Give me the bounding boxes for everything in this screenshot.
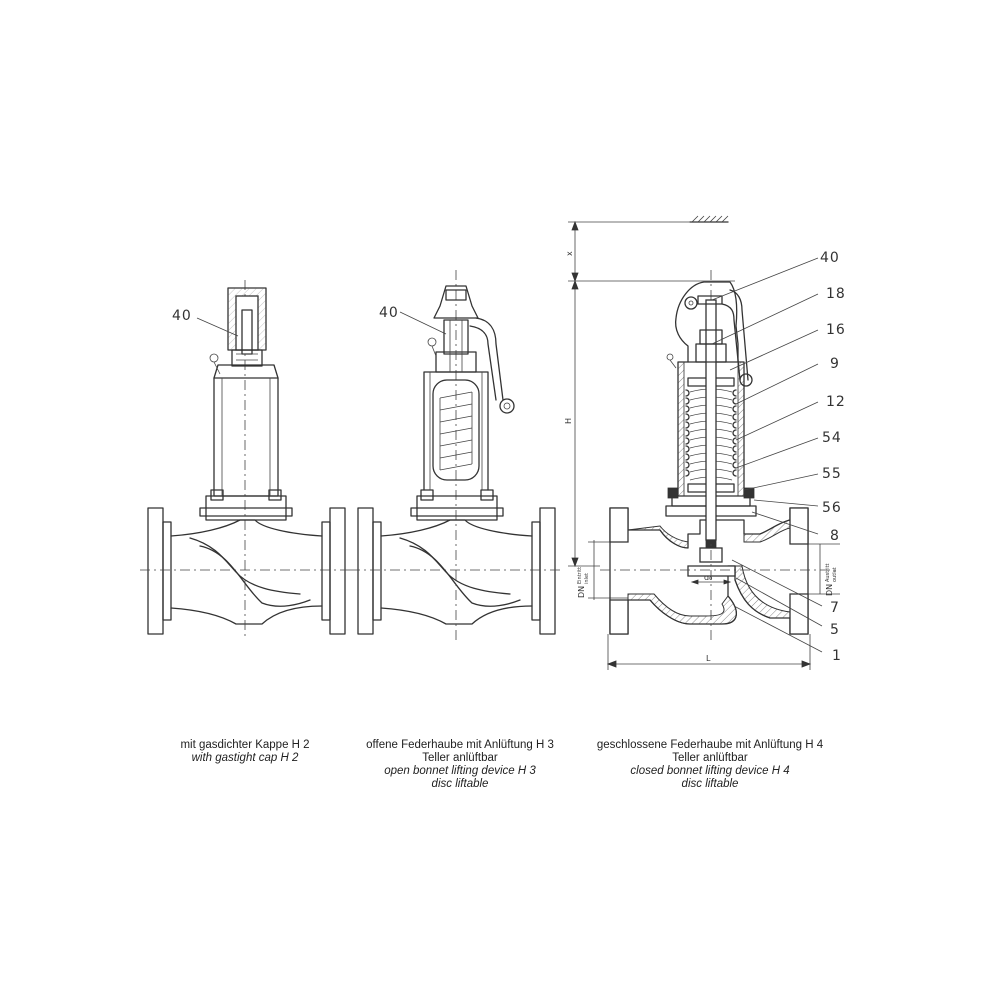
callout-9: 9 — [830, 356, 840, 372]
dim-dn-inlet: DN Eintritt inlet — [577, 567, 590, 598]
caption-h3-german-2: Teller anlüftbar — [422, 752, 498, 764]
caption-h3-english-2: disc liftable — [431, 778, 489, 790]
caption-h4-german-1: geschlossene Federhaube mit Anlüftung H … — [596, 739, 824, 751]
callout-8: 8 — [830, 528, 840, 544]
leader-40-h3 — [399, 311, 447, 335]
svg-text:DN: DN — [577, 586, 586, 598]
callout-40-h3: 40 — [379, 305, 399, 321]
svg-text:Eintritt: Eintritt — [577, 567, 583, 584]
callout-40-h2: 40 — [172, 308, 192, 324]
dim-dn-outlet: DN Austritt outlet — [825, 563, 838, 596]
dim-x: x — [565, 251, 574, 256]
dim-d0: d₀ — [704, 573, 712, 582]
leader-40-h2 — [196, 317, 239, 337]
caption-h2-german: mit gasdichter Kappe H 2 — [180, 739, 310, 751]
callout-54: 54 — [822, 430, 842, 446]
callout-12: 12 — [826, 394, 846, 410]
svg-text:inlet: inlet — [584, 573, 590, 584]
caption-h4-german-2: Teller anlüftbar — [672, 752, 748, 764]
callout-7: 7 — [830, 600, 840, 616]
caption-h4: geschlossene Federhaube mit Anlüftung H … — [590, 739, 830, 791]
view-h2-gastight-cap: 40 — [140, 280, 352, 640]
caption-h3-german-1: offene Federhaube mit Anlüftung H 3 — [366, 739, 554, 751]
callout-1: 1 — [832, 648, 842, 664]
gastight-cap-h2 — [209, 287, 267, 375]
closed-bonnet-h4 — [665, 281, 757, 541]
valve-body-section-h4 — [600, 270, 840, 640]
callout-5: 5 — [830, 622, 840, 638]
callout-55: 55 — [822, 466, 842, 482]
caption-h4-english-2: disc liftable — [681, 778, 739, 790]
svg-text:DN: DN — [825, 584, 834, 596]
open-bonnet-h3 — [410, 285, 515, 521]
svg-text:outlet: outlet — [832, 567, 838, 582]
caption-h4-english-1: closed bonnet lifting device H 4 — [630, 765, 790, 777]
ceiling-reference — [689, 215, 729, 223]
svg-text:Austritt: Austritt — [825, 563, 831, 582]
dim-h: H — [564, 418, 573, 424]
callout-16: 16 — [826, 322, 846, 338]
callout-56: 56 — [822, 500, 842, 516]
dim-l: L — [706, 654, 711, 663]
caption-h2: mit gasdichter Kappe H 2 with gastight c… — [155, 739, 335, 765]
bonnet-h2 — [199, 364, 293, 521]
view-h4-closed-bonnet: x H L d₀ DN Eintritt inlet DN Austritt o… — [564, 215, 846, 670]
caption-h3: offene Federhaube mit Anlüftung H 3 Tell… — [350, 739, 570, 791]
callouts-h4: 40 18 16 9 12 54 55 56 8 7 5 1 — [711, 250, 846, 664]
caption-h2-english: with gastight cap H 2 — [191, 752, 299, 764]
callout-40: 40 — [820, 250, 840, 266]
view-h3-open-bonnet: 40 — [350, 270, 562, 640]
caption-h3-english-1: open bonnet lifting device H 3 — [384, 765, 536, 777]
dimension-lines — [568, 220, 840, 670]
callout-18: 18 — [826, 286, 846, 302]
